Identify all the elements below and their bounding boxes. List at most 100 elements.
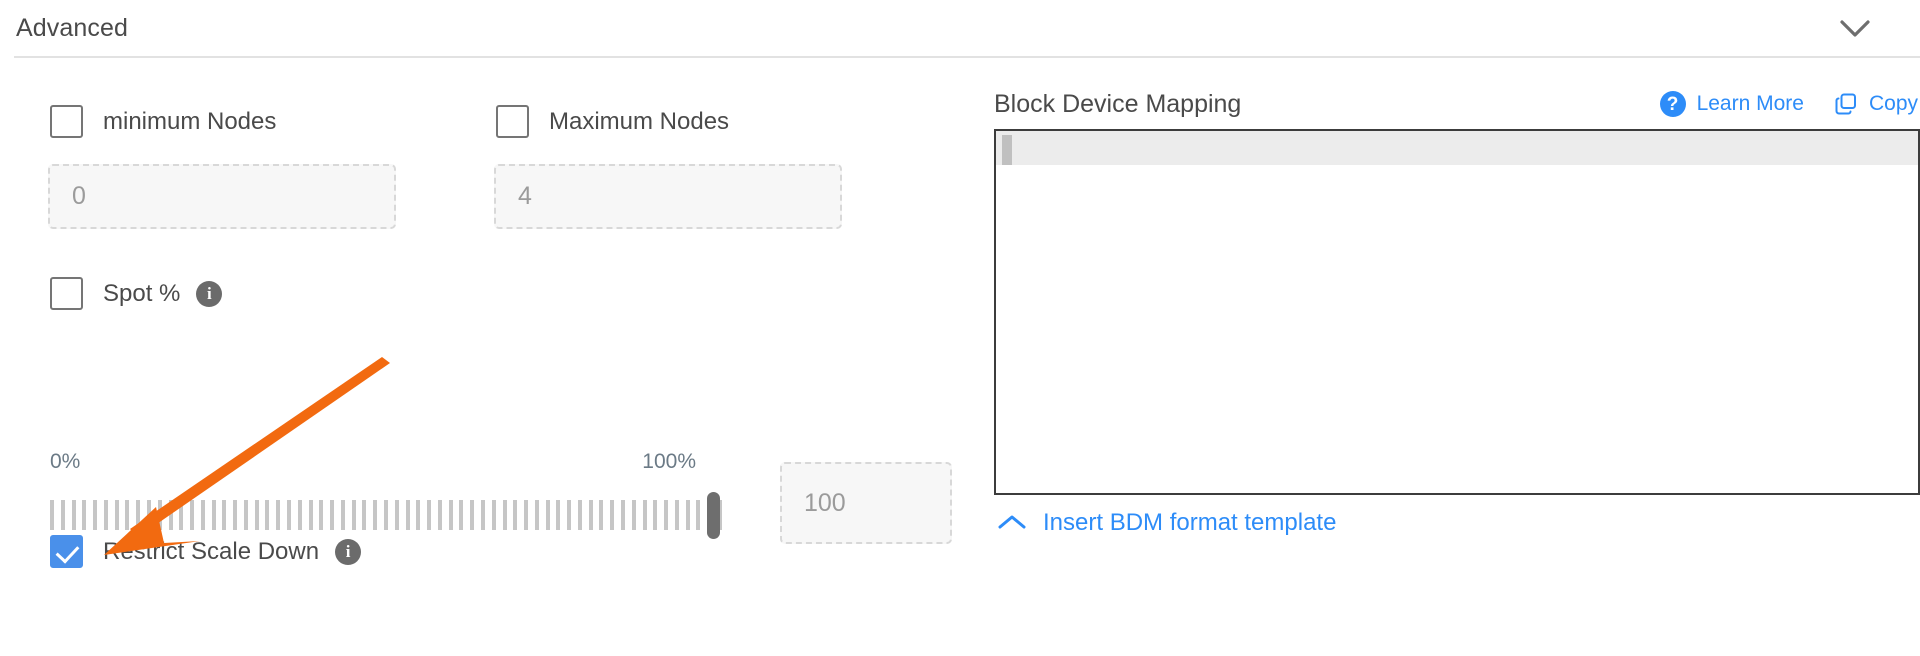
slider-tick xyxy=(674,500,679,530)
copy-icon xyxy=(1834,92,1858,116)
slider-tick xyxy=(459,500,464,530)
slider-tick-labels: 0% 100% xyxy=(50,450,750,480)
section-header: Advanced xyxy=(0,0,1920,57)
slider-max-label: 100% xyxy=(642,450,696,473)
slider-tick xyxy=(211,500,216,530)
header-divider xyxy=(14,56,1920,58)
block-device-mapping-column: Block Device Mapping ? Learn More Copy xyxy=(994,57,1920,656)
slider-tick xyxy=(233,500,238,530)
slider-tick xyxy=(93,500,98,530)
slider-tick xyxy=(125,500,130,530)
slider-tick xyxy=(588,500,593,530)
input-maximum-nodes-value: 4 xyxy=(518,182,532,210)
slider-tick xyxy=(664,500,669,530)
slider-tick xyxy=(621,500,626,530)
checkbox-maximum-nodes[interactable] xyxy=(496,105,529,138)
checkbox-spot-percent[interactable] xyxy=(50,277,83,310)
slider-tick xyxy=(394,500,399,530)
checkbox-label-minimum-nodes: minimum Nodes xyxy=(103,107,277,135)
slider-tick xyxy=(405,500,410,530)
slider-tick xyxy=(685,500,690,530)
left-settings-column: minimum Nodes 0 Maximum Nodes 4 Spot % i… xyxy=(0,57,980,656)
editor-gutter xyxy=(1002,135,1012,165)
checkbox-label-maximum-nodes: Maximum Nodes xyxy=(549,107,730,135)
chevron-down-icon[interactable] xyxy=(1838,12,1872,46)
checkbox-row-maximum-nodes[interactable]: Maximum Nodes xyxy=(496,105,729,138)
slider-tick xyxy=(480,500,485,530)
learn-more-label: Learn More xyxy=(1696,92,1804,115)
question-circle-icon: ? xyxy=(1659,91,1686,117)
slider-min-label: 0% xyxy=(50,450,81,473)
copy-label: Copy xyxy=(1868,92,1918,115)
input-spot-percent[interactable]: 100 xyxy=(780,462,952,544)
checkbox-restrict-scale-down[interactable] xyxy=(50,535,83,568)
slider-tick xyxy=(179,500,184,530)
block-device-mapping-title: Block Device Mapping xyxy=(994,90,1242,118)
slider-tick xyxy=(718,500,722,530)
slider-tick xyxy=(340,500,345,530)
slider-tick xyxy=(470,500,475,530)
slider-tick xyxy=(82,500,87,530)
checkbox-label-spot-percent: Spot % xyxy=(103,279,181,307)
checkbox-row-minimum-nodes[interactable]: minimum Nodes xyxy=(50,105,276,138)
slider-tick xyxy=(276,500,281,530)
checkbox-minimum-nodes[interactable] xyxy=(50,105,83,138)
input-maximum-nodes[interactable]: 4 xyxy=(494,164,842,229)
slider-tick xyxy=(448,500,453,530)
slider-tick xyxy=(168,500,173,530)
slider-tick xyxy=(567,500,572,530)
slider-tick xyxy=(599,500,604,530)
slider-tick xyxy=(330,500,335,530)
slider-tick xyxy=(60,500,65,530)
slider-tick xyxy=(696,500,701,530)
insert-bdm-template-label: Insert BDM format template xyxy=(1043,509,1337,536)
input-spot-percent-value: 100 xyxy=(804,488,846,517)
slider-tick xyxy=(71,500,76,530)
slider-tick xyxy=(545,500,550,530)
learn-more-link[interactable]: ? Learn More xyxy=(1659,91,1804,117)
info-icon-restrict-scale-down[interactable]: i xyxy=(335,538,362,565)
slider-tick xyxy=(287,500,292,530)
slider-tick xyxy=(319,500,324,530)
slider-tick xyxy=(631,500,636,530)
slider-tick xyxy=(297,500,302,530)
chevron-up-icon xyxy=(998,509,1026,537)
spot-percent-slider[interactable] xyxy=(50,492,743,539)
slider-tick xyxy=(556,500,561,530)
slider-tick xyxy=(524,500,529,530)
input-minimum-nodes-value: 0 xyxy=(72,182,86,210)
slider-thumb[interactable] xyxy=(707,492,720,539)
slider-tick xyxy=(513,500,518,530)
checkbox-row-spot-percent[interactable]: Spot % i xyxy=(50,277,223,310)
slider-tick xyxy=(222,500,227,530)
slider-tick xyxy=(427,500,432,530)
slider-tick xyxy=(653,500,658,530)
bdm-code-editor[interactable] xyxy=(994,129,1920,495)
slider-tick xyxy=(610,500,615,530)
slider-tick xyxy=(373,500,378,530)
page-title: Advanced xyxy=(16,14,128,42)
slider-tick xyxy=(534,500,539,530)
slider-tick xyxy=(642,500,647,530)
input-minimum-nodes[interactable]: 0 xyxy=(48,164,396,229)
info-icon-spot-percent[interactable]: i xyxy=(196,280,223,307)
slider-tick xyxy=(190,500,195,530)
checkbox-label-restrict-scale-down: Restrict Scale Down xyxy=(103,537,320,565)
block-device-mapping-actions: ? Learn More Copy xyxy=(1659,91,1918,117)
slider-tick xyxy=(416,500,421,530)
insert-bdm-template-link[interactable]: Insert BDM format template xyxy=(998,509,1336,537)
slider-tick xyxy=(103,500,108,530)
slider-tick xyxy=(384,500,388,530)
copy-button[interactable]: Copy xyxy=(1834,92,1918,116)
slider-tick xyxy=(200,500,205,530)
slider-tick xyxy=(136,500,141,530)
checkbox-row-restrict-scale-down[interactable]: Restrict Scale Down i xyxy=(50,535,362,568)
editor-active-line xyxy=(996,131,1918,165)
slider-tick xyxy=(502,500,507,530)
slider-tick xyxy=(362,500,367,530)
slider-tick xyxy=(437,500,442,530)
slider-tick xyxy=(351,500,356,530)
slider-tick xyxy=(146,500,151,530)
slider-tick xyxy=(308,500,313,530)
